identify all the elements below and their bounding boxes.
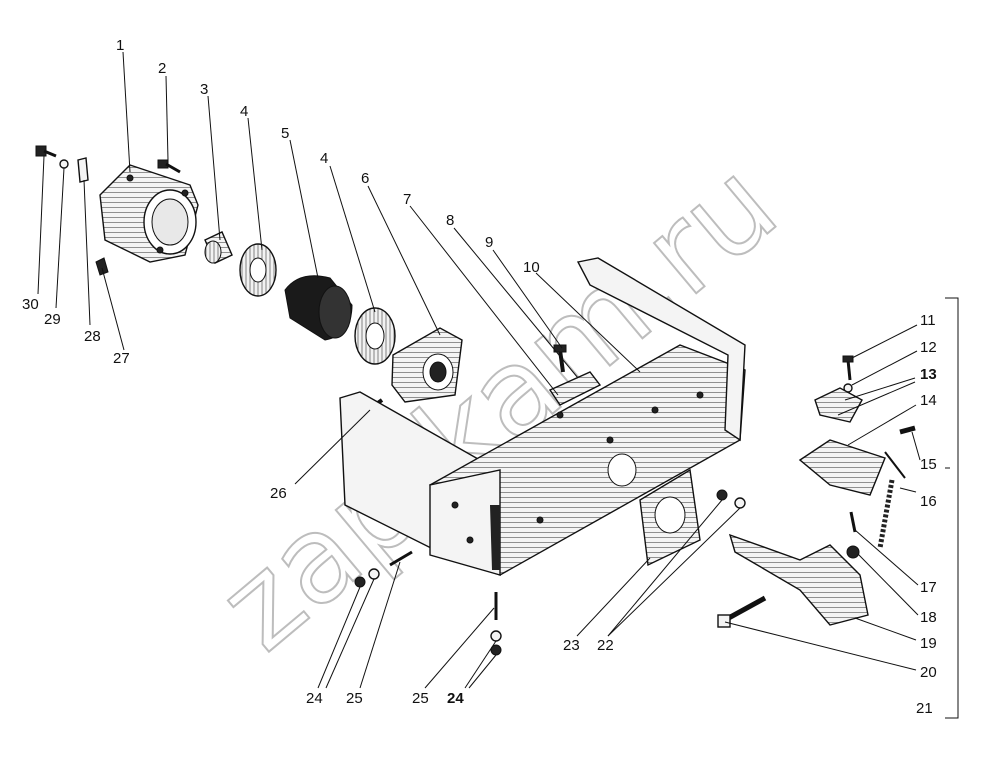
label-21: 21: [916, 700, 933, 717]
roller-part-5: [284, 275, 353, 341]
label-8: 8: [446, 212, 454, 229]
main-beam: [339, 257, 746, 576]
bushing-part-3: [204, 231, 233, 264]
label-24: 24: [306, 690, 323, 707]
ring-part-4-right: [354, 307, 396, 365]
leader-lines: [37, 51, 959, 719]
label-15: 15: [920, 456, 937, 473]
label-12: 12: [920, 339, 937, 356]
assembly-part-11-21: [717, 355, 916, 628]
label-30: 30: [22, 296, 39, 313]
fasteners-part-24-25-left: [354, 550, 413, 588]
label-5: 5: [281, 125, 289, 142]
label-4: 4: [320, 150, 328, 167]
label-20: 20: [920, 664, 937, 681]
label-2: 2: [158, 60, 166, 77]
label-10: 10: [523, 259, 540, 276]
label-25: 25: [412, 690, 429, 707]
plate-part-23: [639, 468, 701, 567]
fasteners-part-27-30: [35, 145, 109, 276]
label-3: 3: [200, 81, 208, 98]
label-25: 25: [346, 690, 363, 707]
label-28: 28: [84, 328, 101, 345]
label-14: 14: [920, 392, 937, 409]
bolt-part-2: [157, 159, 181, 174]
flange-part-6: [391, 327, 463, 403]
label-18: 18: [920, 609, 937, 626]
ring-part-4-left: [239, 243, 277, 297]
part-labels: 1 2 3 4 5 4 6 7 8 9 10 11 12 13 14 15 16…: [22, 37, 937, 717]
label-16: 16: [920, 493, 937, 510]
label-27: 27: [113, 350, 130, 367]
housing-part-1: [99, 164, 199, 263]
label-9: 9: [485, 234, 493, 251]
nuts-part-22: [716, 489, 746, 509]
label-22: 22: [597, 637, 614, 654]
label-24: 24: [447, 690, 464, 707]
label-26: 26: [270, 485, 287, 502]
label-7: 7: [403, 191, 411, 208]
label-4: 4: [240, 103, 248, 120]
label-23: 23: [563, 637, 580, 654]
label-11: 11: [920, 312, 936, 329]
label-29: 29: [44, 311, 61, 328]
label-6: 6: [361, 170, 369, 187]
label-19: 19: [920, 635, 937, 652]
label-17: 17: [920, 579, 937, 596]
label-1: 1: [116, 37, 124, 54]
label-13: 13: [920, 366, 937, 383]
